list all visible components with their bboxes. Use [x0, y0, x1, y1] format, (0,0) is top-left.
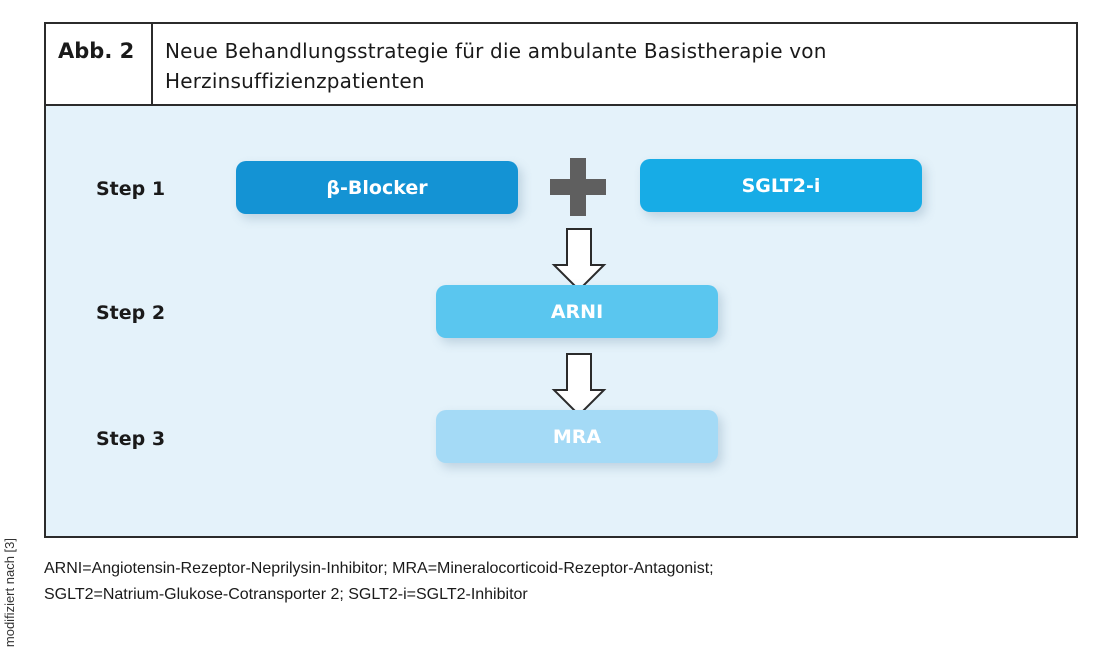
- step-2-label: Step 2: [96, 302, 166, 324]
- mra-box: MRA: [436, 410, 718, 463]
- source-note-text: modifiziert nach [3]: [2, 538, 17, 647]
- arni-box: ARNI: [436, 285, 718, 338]
- beta-blocker-box: β-Blocker: [236, 161, 518, 214]
- figure-header: Abb. 2 Neue Behandlungsstrategie für die…: [46, 24, 1076, 106]
- figure-label: Abb. 2: [46, 24, 153, 104]
- step-3-label: Step 3: [96, 428, 166, 450]
- diagram-area: Step 1 Step 2 Step 3 β-Blocker SGLT2-i A…: [46, 106, 1076, 536]
- plus-icon: [550, 158, 606, 216]
- sglt2i-box: SGLT2-i: [640, 159, 922, 212]
- footnote: ARNI=Angiotensin-Rezeptor-Neprilysin-Inh…: [44, 556, 1084, 608]
- arrow-down-icon: [551, 353, 607, 417]
- figure-title: Neue Behandlungsstrategie für die ambula…: [165, 39, 827, 93]
- figure: Abb. 2 Neue Behandlungsstrategie für die…: [44, 22, 1078, 538]
- step-1-label: Step 1: [96, 178, 166, 200]
- footnote-line-2: SGLT2=Natrium-Glukose-Cotransporter 2; S…: [44, 586, 528, 603]
- arrow-down-icon: [551, 228, 607, 292]
- footnote-line-1: ARNI=Angiotensin-Rezeptor-Neprilysin-Inh…: [44, 560, 714, 577]
